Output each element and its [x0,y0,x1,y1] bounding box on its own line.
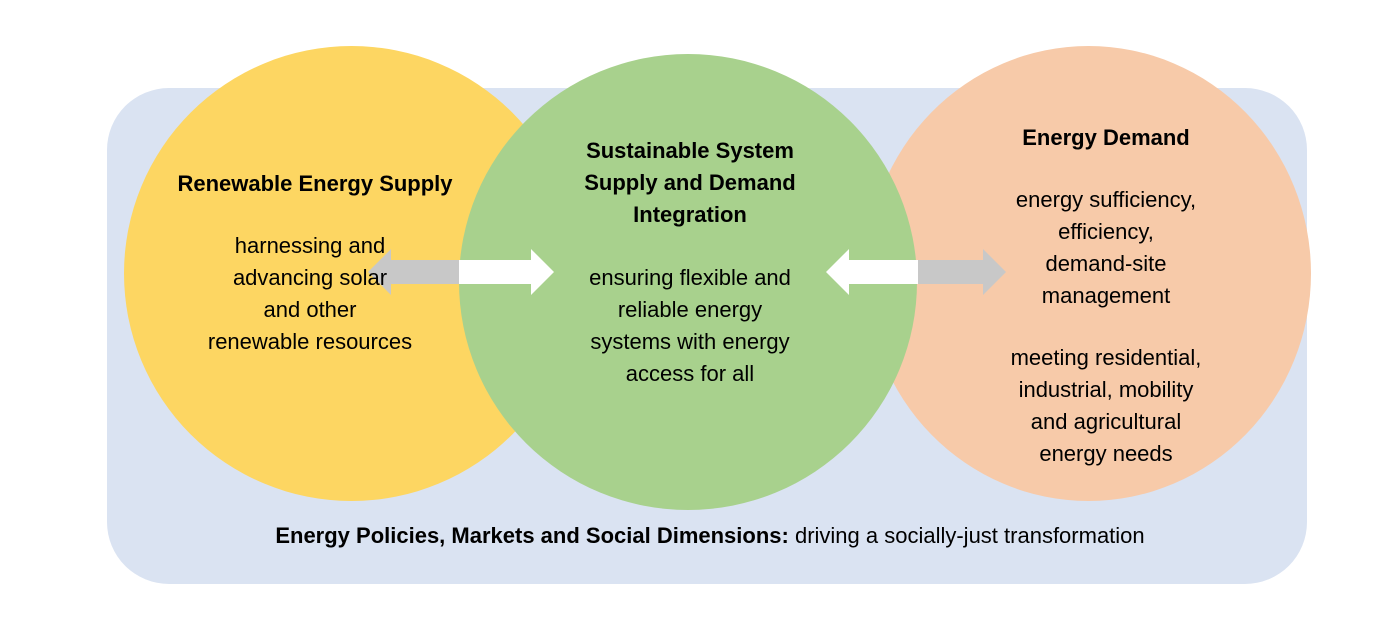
supply-line: and other [263,297,357,322]
left-gray-arrow [368,249,462,295]
policy-caption-text: driving a socially-just transformation [788,523,1145,548]
system-description: ensuring flexible and reliable energy sy… [530,262,850,390]
demand-line: efficiency, [1058,219,1154,244]
system-title: Sustainable System Supply and Demand Int… [530,135,850,231]
system-title-line: Sustainable System [586,138,794,163]
system-line: access for all [625,361,755,386]
demand-line: energy sufficiency, [1015,187,1197,212]
system-line: reliable energy [617,297,763,322]
system-line: ensuring flexible and [589,265,791,290]
left-white-arrow [459,249,554,295]
demand-line: demand-site [1045,251,1167,276]
demand-description-2: meeting residential, industrial, mobilit… [946,342,1266,470]
demand-line: energy needs [1039,441,1173,466]
system-title-line: Supply and Demand [584,170,796,195]
policy-caption: Energy Policies, Markets and Social Dime… [120,520,1300,552]
supply-line: renewable resources [207,329,413,354]
right-gray-arrow [918,249,1006,295]
system-title-line: Integration [633,202,747,227]
demand-line: and agricultural [1030,409,1182,434]
demand-line: industrial, mobility [1018,377,1194,402]
demand-line: management [1041,283,1171,308]
demand-title: Energy Demand [1022,125,1190,150]
right-white-arrow [826,249,922,295]
supply-title: Renewable Energy Supply [177,171,453,196]
supply-line: harnessing and [234,233,386,258]
demand-line: meeting residential, [1010,345,1202,370]
supply-description: harnessing and advancing solar and other… [160,230,460,358]
supply-line: advancing solar [232,265,388,290]
system-line: systems with energy [590,329,790,354]
demand-description-1: energy sufficiency, efficiency, demand-s… [946,184,1266,312]
policy-caption-bold: Energy Policies, Markets and Social Dime… [275,523,789,548]
